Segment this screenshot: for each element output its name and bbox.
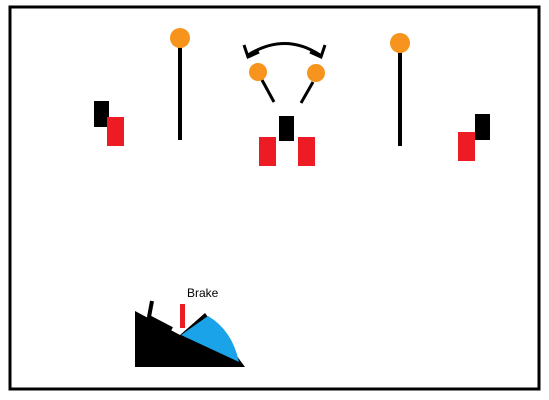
left-black-block: [94, 101, 109, 127]
cart-seat: [181, 316, 239, 362]
cart: Brake: [135, 286, 245, 367]
right-lever: [390, 33, 410, 146]
center-black-block: [279, 116, 294, 141]
right-red-block: [458, 132, 475, 161]
right-black-block: [475, 114, 490, 140]
arrow-head-right: [309, 44, 327, 60]
right-lever-knob: [390, 33, 410, 53]
arrow-head-left: [242, 44, 260, 60]
left-block-pair: [94, 101, 124, 146]
brake-label: Brake: [187, 286, 219, 300]
brake-handle: [180, 304, 185, 328]
double-headed-curved-arrow-icon: [247, 42, 321, 57]
left-red-block: [107, 117, 124, 146]
center-left-knob: [249, 63, 267, 81]
right-block-pair: [458, 114, 490, 161]
center-red-block-right: [298, 137, 315, 166]
center-joystick: [242, 42, 327, 166]
center-right-stick: [299, 81, 315, 104]
left-lever: [170, 28, 190, 140]
center-red-block-left: [259, 137, 276, 166]
cart-handle: [146, 300, 173, 331]
frame-border: [8, 5, 541, 391]
left-lever-knob: [170, 28, 190, 48]
center-right-knob: [307, 64, 325, 82]
center-left-stick: [260, 79, 276, 103]
